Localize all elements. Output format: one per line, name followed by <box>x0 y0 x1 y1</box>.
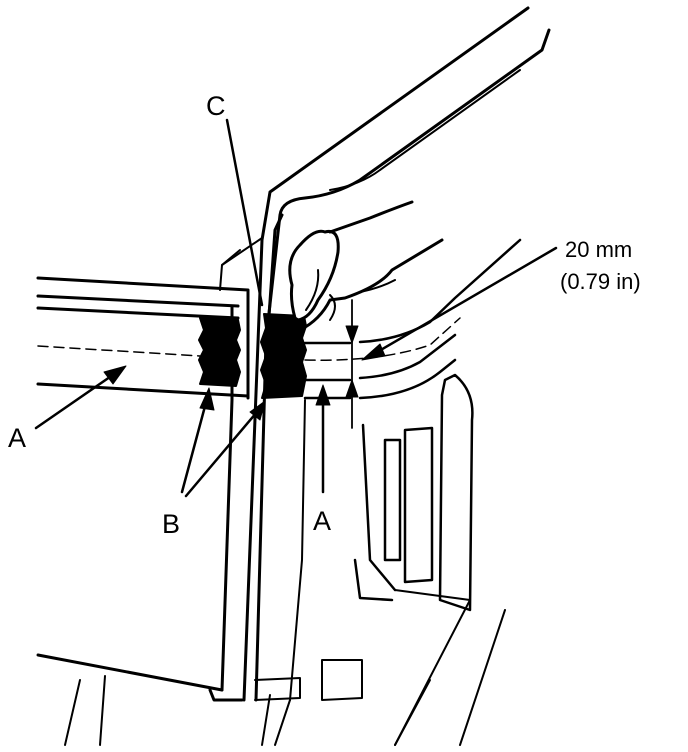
leader-a-left <box>34 368 122 430</box>
arrow-dim-top <box>345 325 359 344</box>
dimension-20mm: 20 mm <box>565 237 633 262</box>
glass-run-channel <box>303 238 522 400</box>
label-c: C <box>206 91 226 121</box>
leader-lines <box>34 118 558 498</box>
trim-dashed-line <box>37 345 201 357</box>
arrow-20mm <box>361 343 386 361</box>
leader-20mm <box>370 246 558 357</box>
dimension-0-79in: (0.79 in) <box>560 269 641 294</box>
hand <box>288 200 444 332</box>
leader-c <box>225 118 264 307</box>
label-b: B <box>162 509 181 539</box>
arrow-b-1 <box>199 387 215 411</box>
upper-panel <box>219 69 521 291</box>
label-a-right: A <box>313 506 332 536</box>
leader-b-2 <box>184 404 264 498</box>
leader-b-1 <box>180 393 210 494</box>
arrow-a-right <box>315 384 331 406</box>
arrow-a-left <box>103 365 127 385</box>
label-a-left: A <box>8 423 27 453</box>
lower-details <box>64 399 506 746</box>
door-pocket <box>353 373 474 612</box>
arrow-heads <box>103 325 386 421</box>
arrow-b-2 <box>249 400 266 421</box>
arrow-dim-bottom <box>345 379 359 398</box>
tape-strip-b-right <box>260 313 307 399</box>
tape-strip-b-left <box>198 317 241 387</box>
door-trim-panel <box>36 276 250 702</box>
